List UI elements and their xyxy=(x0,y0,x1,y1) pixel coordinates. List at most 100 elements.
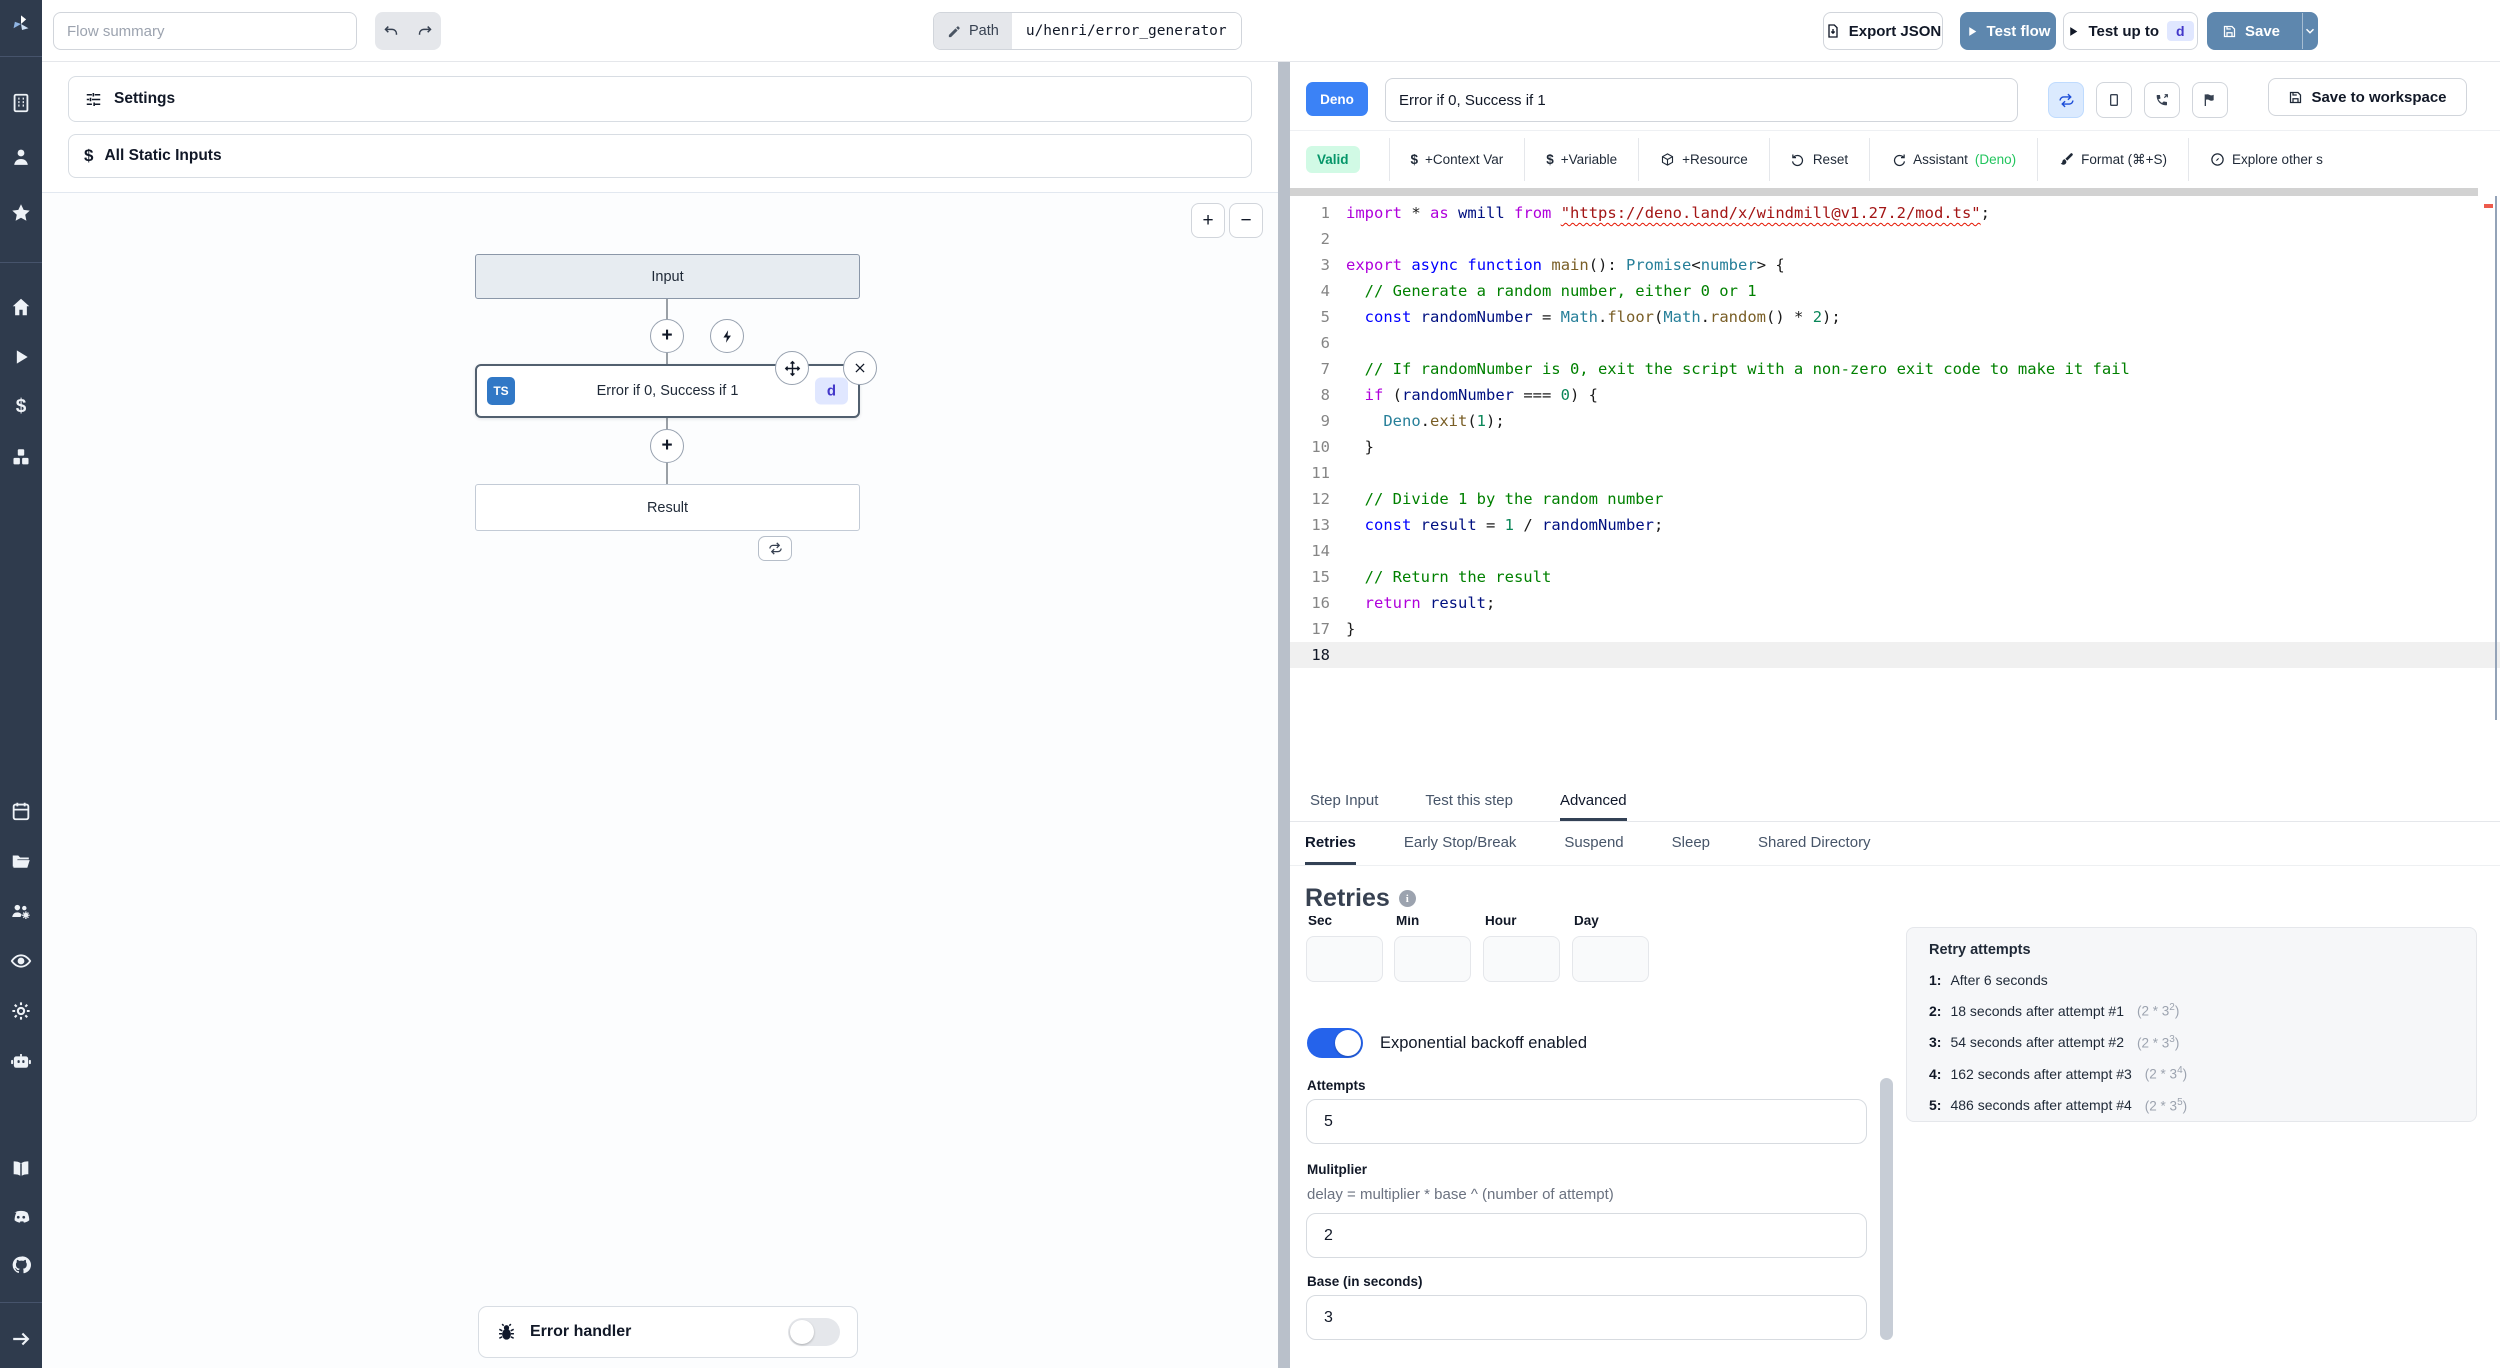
schedules-calendar-icon[interactable] xyxy=(10,800,32,822)
delete-step-button[interactable] xyxy=(843,351,877,385)
home-icon[interactable] xyxy=(10,296,32,318)
user-icon[interactable] xyxy=(10,146,32,168)
code-line[interactable]: 10 } xyxy=(1290,434,2500,460)
ai-robot-icon[interactable] xyxy=(10,1050,32,1072)
add-resource-button[interactable]: +Resource xyxy=(1639,152,1769,167)
variables-dollar-icon[interactable]: $ xyxy=(15,396,27,417)
add-variable-button[interactable]: $+Variable xyxy=(1546,152,1618,167)
tab-step-input[interactable]: Step Input xyxy=(1310,792,1379,809)
toolbar-separator xyxy=(1388,138,1390,181)
add-step-button[interactable]: + xyxy=(650,319,684,353)
code-line[interactable]: 17} xyxy=(1290,616,2500,642)
base-input[interactable] xyxy=(1306,1295,1867,1340)
day-input[interactable] xyxy=(1572,936,1649,982)
error-handler-card[interactable]: Error handler xyxy=(478,1306,858,1358)
code-line[interactable]: 12 // Divide 1 by the random number xyxy=(1290,486,2500,512)
groups-users-icon[interactable] xyxy=(10,900,32,922)
flow-edge xyxy=(666,418,668,429)
subtab-shared-directory[interactable]: Shared Directory xyxy=(1758,834,1871,851)
zoom-out-button[interactable]: − xyxy=(1229,203,1263,238)
all-static-inputs-button[interactable]: $ All Static Inputs xyxy=(68,134,1252,178)
code-line[interactable]: 7 // If randomNumber is 0, exit the scri… xyxy=(1290,356,2500,382)
editor-scrollbar[interactable] xyxy=(2495,196,2497,720)
code-line[interactable]: 9 Deno.exit(1); xyxy=(1290,408,2500,434)
github-icon[interactable] xyxy=(10,1254,32,1276)
folders-icon[interactable] xyxy=(10,850,32,872)
favorites-star-icon[interactable] xyxy=(10,202,32,224)
bug-icon xyxy=(496,1322,517,1343)
workspace-building-icon[interactable] xyxy=(10,92,32,114)
reset-button[interactable]: Reset xyxy=(1770,152,1869,167)
retry-indicator-chip[interactable] xyxy=(758,536,792,561)
assistant-button[interactable]: Assistant (Deno) xyxy=(1870,152,2037,167)
panel-resize-handle[interactable] xyxy=(1278,62,1290,1368)
min-input[interactable] xyxy=(1394,936,1471,982)
flow-settings-button[interactable]: Settings xyxy=(68,76,1252,122)
sync-refresh-button[interactable] xyxy=(2048,82,2084,118)
error-handler-toggle[interactable] xyxy=(788,1318,840,1346)
resources-cubes-icon[interactable] xyxy=(10,446,32,468)
attempts-input[interactable] xyxy=(1306,1099,1867,1144)
code-line[interactable]: 15 // Return the result xyxy=(1290,564,2500,590)
code-line[interactable]: 8 if (randomNumber === 0) { xyxy=(1290,382,2500,408)
audit-eye-icon[interactable] xyxy=(10,950,32,972)
code-line[interactable]: 5 const randomNumber = Math.floor(Math.r… xyxy=(1290,304,2500,330)
add-context-var-button[interactable]: $+Context Var xyxy=(1410,152,1504,167)
subtab-early-stop[interactable]: Early Stop/Break xyxy=(1403,834,1517,851)
subtab-retries[interactable]: Retries xyxy=(1305,834,1356,865)
pane-scrollbar[interactable] xyxy=(1880,1078,1893,1340)
subtab-sleep[interactable]: Sleep xyxy=(1671,834,1711,851)
settings-gear-icon[interactable] xyxy=(10,1000,32,1022)
explore-scripts-button[interactable]: Explore other s xyxy=(2189,152,2344,167)
windmill-logo-icon[interactable] xyxy=(10,13,32,35)
editor-resize-bar[interactable] xyxy=(1290,188,2478,196)
test-up-to-button[interactable]: Test up to d xyxy=(2063,12,2198,50)
redo-button[interactable] xyxy=(408,12,441,50)
input-node[interactable]: Input xyxy=(475,254,860,299)
save-button[interactable]: Save xyxy=(2208,13,2294,49)
tab-advanced[interactable]: Advanced xyxy=(1559,792,1627,821)
add-step-button[interactable]: + xyxy=(650,429,684,463)
result-node[interactable]: Result xyxy=(475,484,860,531)
multiplier-input[interactable] xyxy=(1306,1213,1867,1258)
code-line[interactable]: 2 xyxy=(1290,226,2500,252)
code-line[interactable]: 11 xyxy=(1290,460,2500,486)
docs-book-icon[interactable] xyxy=(10,1158,32,1180)
step-name-input[interactable] xyxy=(1385,78,2018,122)
sec-input[interactable] xyxy=(1306,936,1383,982)
flow-canvas[interactable]: + − Input + TS Error if 0, Success if 1 … xyxy=(42,192,1278,1368)
code-line[interactable]: 16 return result; xyxy=(1290,590,2500,616)
zoom-in-button[interactable]: + xyxy=(1191,203,1225,238)
discord-icon[interactable] xyxy=(10,1206,32,1228)
info-icon[interactable]: i xyxy=(1398,890,1416,907)
undo-button[interactable] xyxy=(375,12,408,50)
runs-play-icon[interactable] xyxy=(10,346,32,368)
code-line[interactable]: 4 // Generate a random number, either 0 … xyxy=(1290,278,2500,304)
exponential-backoff-toggle[interactable] xyxy=(1307,1028,1363,1058)
flow-summary-input[interactable] xyxy=(53,12,357,50)
export-json-button[interactable]: Export JSON xyxy=(1823,12,1943,50)
subtab-suspend[interactable]: Suspend xyxy=(1564,834,1624,851)
retry-attempt-item: 3:54 seconds after attempt #2(2 * 33) xyxy=(1929,1026,2454,1058)
test-flow-button[interactable]: Test flow xyxy=(1960,12,2056,50)
move-step-button[interactable] xyxy=(775,351,809,385)
expand-arrow-icon[interactable] xyxy=(10,1328,32,1350)
save-dropdown-button[interactable] xyxy=(2302,13,2317,49)
path-pill[interactable]: Path u/henri/error_generator xyxy=(933,12,1242,50)
advanced-subtabs: Retries Early Stop/Break Suspend Sleep S… xyxy=(1290,823,2500,866)
hour-input[interactable] xyxy=(1483,936,1560,982)
phone-call-button[interactable] xyxy=(2144,82,2180,118)
code-line[interactable]: 6 xyxy=(1290,330,2500,356)
save-to-workspace-button[interactable]: Save to workspace xyxy=(2268,78,2467,116)
tab-test-this-step[interactable]: Test this step xyxy=(1425,792,1513,809)
flag-button[interactable] xyxy=(2192,82,2228,118)
format-button[interactable]: Format (⌘+S) xyxy=(2038,152,2188,168)
trigger-bolt-button[interactable] xyxy=(710,319,744,353)
code-line[interactable]: 18 xyxy=(1290,642,2500,668)
fullscreen-button[interactable] xyxy=(2096,82,2132,118)
code-line[interactable]: 13 const result = 1 / randomNumber; xyxy=(1290,512,2500,538)
code-line[interactable]: 14 xyxy=(1290,538,2500,564)
